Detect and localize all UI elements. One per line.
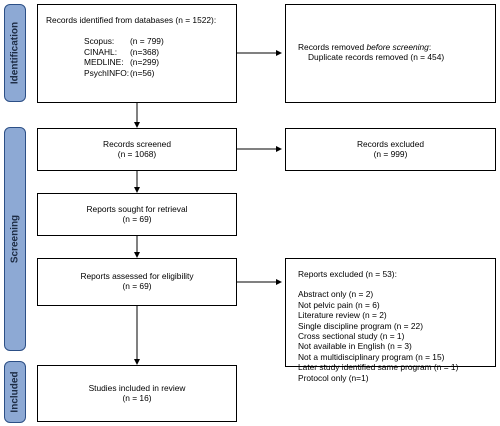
reports-sought-box: Reports sought for retrieval (n = 69) <box>37 193 237 236</box>
phase-identification: Identification <box>4 4 26 102</box>
records-excluded-box: Records excluded (n = 999) <box>285 128 496 171</box>
exclusion-reason: Single discipline program (n = 22) <box>298 320 423 331</box>
records-removed-box: Records removed before screening: Duplic… <box>285 4 496 103</box>
reports-excluded-box: Reports excluded (n = 53): Abstract only… <box>285 258 496 383</box>
exclusion-reason: Later study identified same program (n =… <box>298 362 459 373</box>
records-identified-box: Records identified from databases (n = 1… <box>37 4 237 103</box>
database-row: PsychINFO: (n=56) <box>84 67 155 78</box>
exclusion-reason: Not pelvic pain (n = 6) <box>298 299 380 310</box>
records-removed-title: Records removed before screening: <box>298 42 432 52</box>
records-identified-title: Records identified from databases (n = 1… <box>46 15 217 25</box>
reports-assessed-box: Reports assessed for eligibility (n = 69… <box>37 258 237 306</box>
phase-included: Included <box>4 361 26 423</box>
records-removed-detail: Duplicate records removed (n = 454) <box>308 52 445 63</box>
exclusion-reason: Not available in English (n = 3) <box>298 341 412 352</box>
exclusion-reason: Abstract only (n = 2) <box>298 289 374 300</box>
database-row: MEDLINE: (n=299) <box>84 57 160 68</box>
reports-excluded-title: Reports excluded (n = 53): <box>298 269 397 279</box>
exclusion-reason: Literature review (n = 2) <box>298 310 387 321</box>
phase-screening: Screening <box>4 127 26 351</box>
database-row: CINAHL: (n=368) <box>84 46 160 57</box>
database-row: Scopus: (n = 799) <box>84 36 164 47</box>
studies-included-box: Studies included in review (n = 16) <box>37 365 237 422</box>
exclusion-reason: Cross sectional study (n = 1) <box>298 331 405 342</box>
exclusion-reason: Protocol only (n=1) <box>298 372 369 383</box>
records-screened-box: Records screened (n = 1068) <box>37 128 237 171</box>
exclusion-reason: Not a multidisciplinary program (n = 15) <box>298 351 445 362</box>
